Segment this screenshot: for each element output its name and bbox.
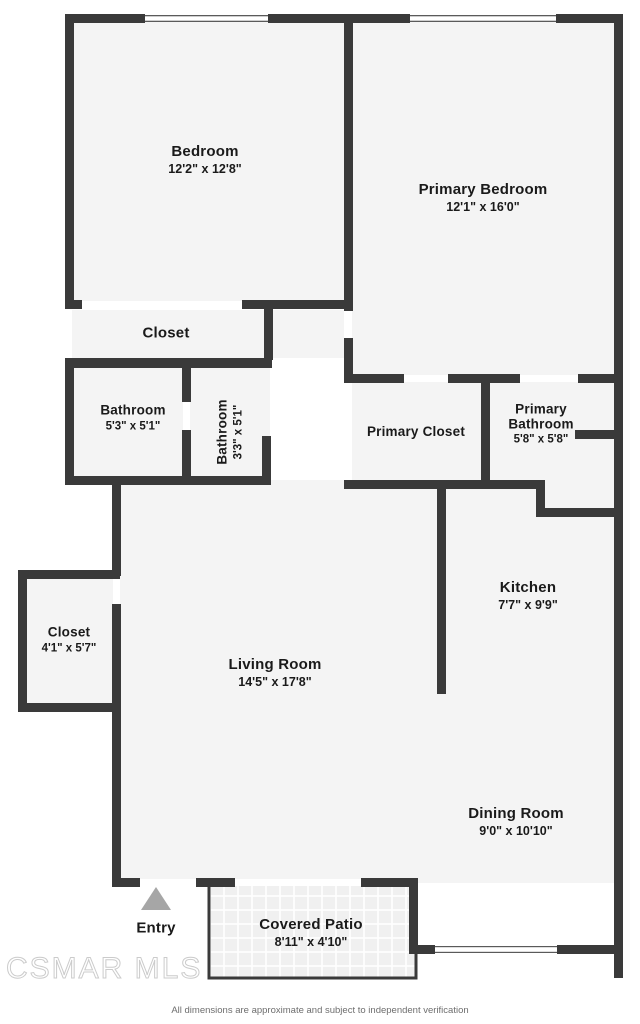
wall-primary-bedroom-left-b (344, 338, 353, 382)
wall-top-right-a (344, 14, 410, 23)
wall-top-right-b (556, 14, 623, 23)
wall-primary-bedroom-left (344, 21, 353, 311)
window-bedroom-top (145, 15, 268, 22)
door-entry (140, 879, 196, 886)
wall-closet-left-bottom (18, 703, 120, 712)
room-fill-closet-left (24, 578, 120, 704)
wall-primary-lower-top-c (578, 374, 623, 383)
room-fill-bathroom-2 (190, 368, 270, 480)
wall-closet-left-side (18, 570, 27, 712)
wall-bedroom-bottom-a (65, 300, 82, 309)
window-closet-top (82, 301, 242, 308)
wall-patio-top-b (361, 878, 418, 887)
wall-primary-bath-bottom (490, 480, 545, 489)
window-primary-bedroom-top (410, 15, 556, 22)
wall-exterior-left-bedroom (65, 14, 74, 306)
wall-living-left-b (112, 604, 121, 886)
wall-exterior-right (614, 14, 623, 978)
wall-primary-bath-stub (575, 430, 623, 439)
room-fill-primary-bedroom (352, 21, 614, 376)
wall-closet-bottom (65, 358, 272, 368)
room-fill-living-room (120, 480, 440, 883)
room-fill-bedroom (72, 21, 344, 306)
room-fill-primary-closet (352, 382, 482, 482)
wall-top-left-2 (268, 14, 344, 23)
wall-kitchen-left (437, 480, 446, 694)
wall-closet-left-top (18, 570, 120, 579)
wall-bathroom-left (65, 358, 74, 484)
room-fill-bathroom-1 (72, 368, 184, 480)
wall-primary-bath-step-v (536, 480, 545, 516)
wall-bathroom-divider-bottom (182, 430, 191, 484)
wall-bottom-dining-a (409, 945, 435, 954)
room-fill-hall-link (272, 310, 344, 358)
room-fill-kitchen-dining (440, 490, 614, 883)
room-fill-closet-hall (72, 310, 272, 358)
wall-bathrooms-bottom (65, 476, 271, 485)
wall-patio-right (409, 878, 418, 954)
wall-bottom-living-a (112, 878, 140, 887)
mls-watermark: CSMAR MLS (5, 952, 203, 986)
disclaimer-text: All dimensions are approximate and subje… (171, 1005, 469, 1016)
wall-closet-right (264, 308, 273, 360)
walls (18, 14, 623, 978)
wall-top-left (65, 14, 145, 23)
door-bathroom-1 (183, 402, 190, 430)
covered-patio-floor (209, 882, 416, 978)
wall-primary-lower-top-a (344, 374, 404, 383)
wall-patio-top-a (209, 878, 235, 887)
wall-primary-bath-step-h (536, 508, 623, 517)
wall-bottom-dining-b (557, 945, 623, 954)
wall-bedroom-bottom-b (242, 300, 344, 309)
wall-bathroom-2-right (262, 436, 271, 484)
door-closet-left (113, 576, 120, 604)
up-triangle-icon (141, 887, 171, 910)
door-primary-closet (404, 375, 448, 382)
wall-bathroom-divider-top (182, 366, 191, 402)
room-fills (24, 21, 614, 883)
wall-primary-closet-right (481, 378, 490, 488)
door-primary-bathroom (520, 375, 578, 382)
wall-living-top-right (344, 480, 440, 489)
window-dining-bottom (435, 946, 557, 953)
wall-bottom-living-b (196, 878, 218, 887)
window-patio-top (235, 879, 361, 886)
wall-living-left-a (112, 480, 121, 576)
